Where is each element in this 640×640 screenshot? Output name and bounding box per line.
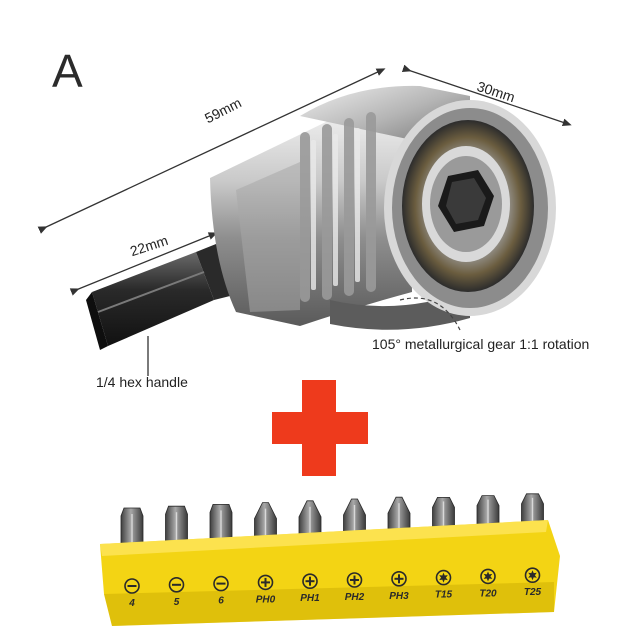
torx-icon [524,567,541,584]
phillips-icon [346,572,363,588]
bit-icons [124,567,541,594]
bit-label: PH2 [345,592,365,603]
bit-label: PH0 [256,594,276,605]
bit-6 [209,504,233,544]
plus-icon [272,380,368,476]
bit-label: 6 [218,596,224,607]
torx-icon [435,569,452,586]
bit-set: 4 5 6 PH0 PH1 PH2 PH3 T15 T20 T25 [100,493,560,626]
dimension-22mm-line [69,232,218,296]
bit-labels: 4 5 6 PH0 PH1 PH2 PH3 T15 T20 T25 [128,587,541,609]
rotation-arc [399,297,461,331]
bit-ph0 [254,502,277,541]
bit-label: 5 [174,597,180,608]
bit-ph2 [343,498,366,536]
phillips-icon [257,574,274,591]
bit-label: PH3 [389,591,409,602]
handle-caption: 1/4 hex handle [96,374,188,390]
gear-head [384,100,556,316]
bit-label: T15 [435,590,453,601]
dimension-30mm-line [401,64,572,127]
bit-label: PH1 [300,593,320,604]
bit-t20 [476,495,500,528]
slotted-icon [213,575,229,592]
bit-label: 4 [128,598,135,609]
slotted-icon [124,578,140,594]
bit-ph3 [387,496,411,533]
phillips-icon [302,573,318,590]
bit-label: T25 [524,587,542,598]
bit-ph1 [298,500,322,538]
slotted-icon [168,576,185,593]
bit-t15 [432,497,455,531]
adapter-body [210,85,470,330]
bit-label: T20 [479,588,497,599]
phillips-icon [391,570,407,587]
torx-icon [480,568,496,585]
variant-letter: A [52,45,83,97]
gear-caption: 105° metallurgical gear 1:1 rotation [372,336,590,352]
bit-t25 [521,493,544,525]
dimension-59mm-line [37,68,386,234]
